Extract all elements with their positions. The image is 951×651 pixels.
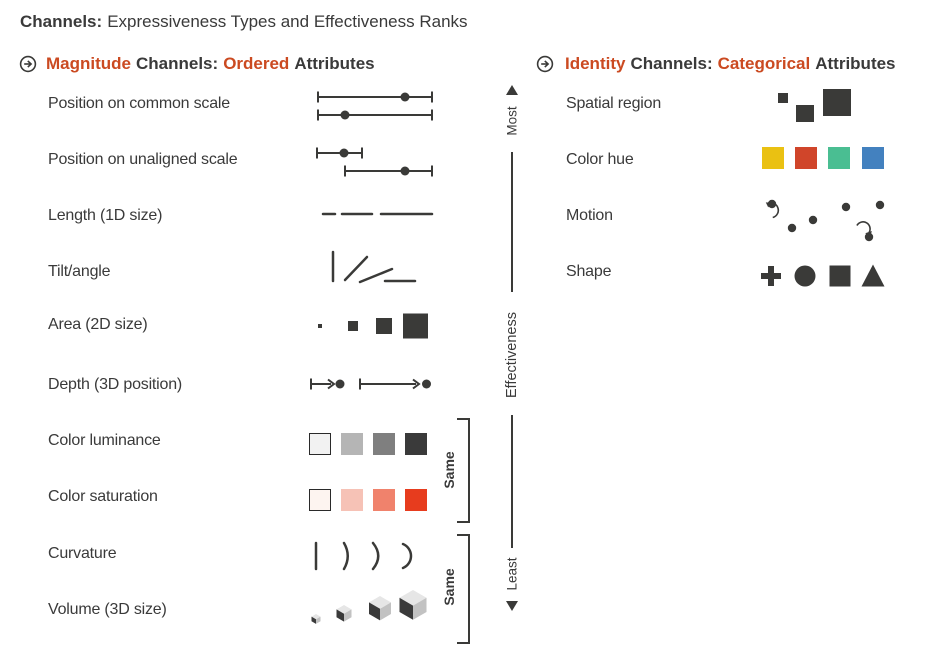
identity-header-accent2: Categorical — [717, 54, 811, 73]
axis-arrow-up-icon — [506, 85, 518, 95]
hue-swatch-red — [795, 147, 817, 169]
hue-swatch-green — [828, 147, 850, 169]
same-label-color: Same — [441, 451, 457, 489]
same-bracket-color — [457, 418, 470, 523]
axis-line-lower — [511, 415, 513, 548]
figure-title-rest: Expressiveness Types and Effectiveness R… — [107, 12, 468, 31]
glyph-curvature — [314, 541, 413, 571]
cube-2 — [336, 605, 352, 622]
magnitude-header-accent2: Ordered — [223, 54, 290, 73]
row-label-depth: Depth (3D position) — [48, 376, 183, 393]
saturation-swatch-3 — [373, 489, 395, 511]
triangle-shape — [861, 264, 885, 287]
glyph-area — [318, 313, 428, 339]
row-label-position-common: Position on common scale — [48, 95, 230, 112]
axis-arrow-down-icon — [506, 601, 518, 611]
glyph-volume — [311, 590, 427, 624]
cube-3 — [369, 596, 391, 621]
same-bracket-shape — [457, 534, 470, 644]
saturation-swatch-1 — [309, 489, 331, 511]
glyph-spatial-region — [778, 89, 851, 122]
axis-title: Effectiveness — [504, 312, 520, 398]
hue-swatch-yellow — [762, 147, 784, 169]
cube-4 — [399, 590, 427, 620]
hue-swatch-blue — [862, 147, 884, 169]
row-label-curvature: Curvature — [48, 545, 117, 562]
row-label-color-saturation: Color saturation — [48, 488, 158, 505]
cube-1 — [311, 614, 321, 624]
same-label-shape: Same — [441, 568, 457, 606]
identity-header: Identity Channels: Categorical Attribute… — [565, 54, 896, 74]
glyph-depth — [310, 378, 431, 390]
saturation-swatch-2 — [341, 489, 363, 511]
axis-label-least: Least — [504, 557, 520, 591]
luminance-swatch-2 — [341, 433, 363, 455]
row-label-tilt: Tilt/angle — [48, 263, 111, 280]
row-label-length: Length (1D size) — [48, 207, 163, 224]
square-shape — [829, 265, 851, 287]
figure-title-prefix: Channels: — [20, 12, 103, 31]
luminance-swatch-1 — [309, 433, 331, 455]
luminance-swatch-4 — [405, 433, 427, 455]
row-label-spatial-region: Spatial region — [566, 95, 662, 112]
row-label-color-luminance: Color luminance — [48, 432, 161, 449]
figure-title: Channels: Expressiveness Types and Effec… — [20, 12, 468, 32]
row-label-motion: Motion — [566, 207, 613, 224]
row-label-position-unaligned: Position on unaligned scale — [48, 151, 238, 168]
identity-header-accent1: Identity — [565, 54, 626, 73]
saturation-swatch-4 — [405, 489, 427, 511]
glyph-tilt-angle — [331, 250, 417, 284]
magnitude-header-label1: Channels: — [136, 54, 219, 73]
axis-line-upper — [511, 152, 513, 292]
glyph-position-unaligned-scale — [316, 147, 433, 177]
identity-header-label2: Attributes — [815, 54, 896, 73]
circle-arrow-icon — [536, 55, 554, 73]
axis-label-most: Most — [504, 106, 520, 136]
identity-header-label1: Channels: — [630, 54, 713, 73]
plus-shape — [761, 266, 781, 286]
row-label-shape: Shape — [566, 263, 612, 280]
row-label-area: Area (2D size) — [48, 316, 148, 333]
glyph-position-common-scale — [317, 91, 433, 121]
glyph-length — [321, 212, 434, 216]
glyph-motion — [765, 199, 885, 242]
glyph-shape — [761, 264, 885, 287]
magnitude-header-label2: Attributes — [294, 54, 375, 73]
magnitude-header: Magnitude Channels: Ordered Attributes — [46, 54, 375, 74]
magnitude-header-accent1: Magnitude — [46, 54, 131, 73]
row-label-volume: Volume (3D size) — [48, 601, 167, 618]
row-label-color-hue: Color hue — [566, 151, 634, 168]
circle-arrow-icon — [19, 55, 37, 73]
circle-shape — [794, 265, 816, 287]
luminance-swatch-3 — [373, 433, 395, 455]
